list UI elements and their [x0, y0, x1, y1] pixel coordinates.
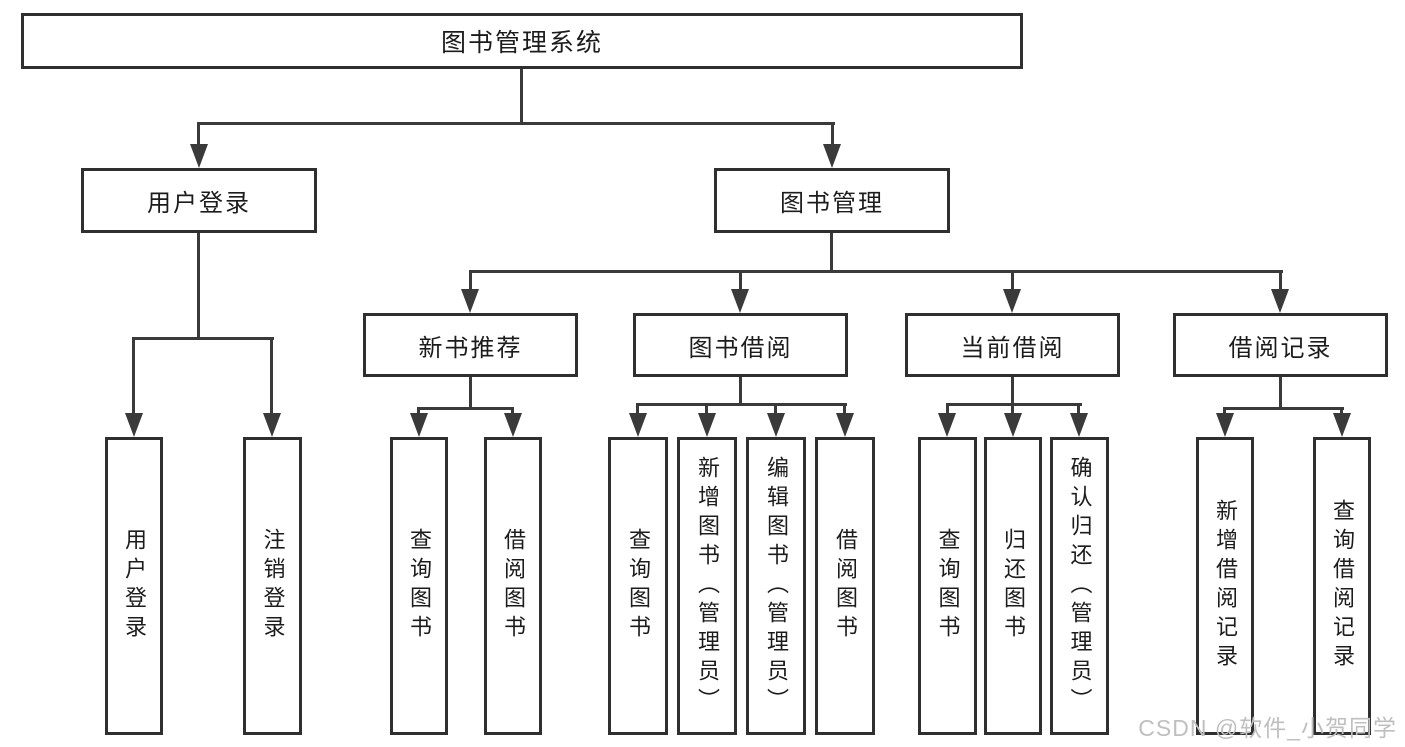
node-borrowing-records: 借阅记录 — [1173, 313, 1388, 377]
connector-line — [1011, 270, 1014, 292]
node-new-book-recommend: 新书推荐 — [363, 313, 578, 377]
leaf-label: 新增借阅记录 — [1213, 499, 1238, 673]
connector-line — [270, 337, 273, 415]
leaf-borrow-books: 借阅图书 — [815, 437, 875, 735]
leaf-label: 新增图书（管理员） — [695, 455, 720, 717]
connector-line — [1011, 403, 1014, 415]
arrow-down-icon — [698, 413, 716, 437]
leaf-add-book-admin: 新增图书（管理员） — [677, 437, 737, 735]
connector-line — [739, 377, 742, 406]
arrow-down-icon — [938, 413, 956, 437]
arrow-down-icon — [823, 144, 841, 168]
leaf-label: 查询图书 — [935, 528, 961, 644]
leaf-query-books: 查询图书 — [390, 437, 448, 735]
connector-line — [739, 270, 742, 292]
node-root: 图书管理系统 — [21, 13, 1023, 69]
leaf-return-books: 归还图书 — [984, 437, 1042, 735]
arrow-down-icon — [410, 413, 428, 437]
node-current-borrowing: 当前借阅 — [905, 313, 1120, 377]
connector-line — [705, 403, 708, 415]
leaf-label: 用户登录 — [122, 528, 147, 644]
connector-line — [1279, 270, 1282, 292]
connector-line — [469, 270, 1283, 273]
arrow-down-icon — [836, 413, 854, 437]
leaf-label: 借阅图书 — [833, 528, 858, 644]
node-user-login: 用户登录 — [81, 168, 317, 233]
leaf-edit-book-admin: 编辑图书（管理员） — [746, 437, 806, 735]
arrow-down-icon — [263, 413, 281, 437]
leaf-logout: 注销登录 — [243, 437, 302, 735]
connector-line — [197, 122, 200, 150]
arrow-down-icon — [1271, 289, 1289, 313]
leaf-label: 注销登录 — [260, 528, 286, 644]
connector-line — [1279, 377, 1282, 410]
connector-line — [417, 407, 420, 416]
csdn-watermark: CSDN @软件_小贺同学 — [1138, 715, 1397, 741]
arrow-down-icon — [190, 144, 208, 168]
arrow-down-icon — [504, 413, 522, 437]
leaf-borrow-books: 借阅图书 — [484, 437, 542, 735]
connector-line — [197, 233, 200, 340]
connector-line — [636, 403, 639, 415]
connector-line — [469, 377, 472, 410]
connector-line — [1223, 407, 1344, 410]
leaf-label: 查询图书 — [626, 528, 651, 644]
leaf-query-borrow-record: 查询借阅记录 — [1313, 437, 1371, 735]
connector-line — [636, 403, 847, 406]
arrow-down-icon — [461, 289, 479, 313]
arrow-down-icon — [125, 413, 143, 437]
leaf-label: 编辑图书（管理员） — [764, 455, 789, 717]
connector-line — [946, 403, 1082, 406]
connector-line — [1223, 407, 1226, 416]
node-book-management: 图书管理 — [714, 168, 950, 233]
arrow-down-icon — [1070, 413, 1088, 437]
arrow-down-icon — [1003, 289, 1021, 313]
connector-line — [520, 69, 523, 125]
leaf-label: 归还图书 — [1001, 528, 1026, 644]
connector-line — [132, 337, 274, 340]
arrow-down-icon — [767, 413, 785, 437]
connector-line — [1011, 377, 1014, 406]
node-book-borrowing: 图书借阅 — [633, 313, 848, 377]
leaf-label: 查询借阅记录 — [1330, 499, 1355, 673]
leaf-label: 确认归还（管理员） — [1067, 455, 1093, 717]
connector-line — [830, 233, 833, 273]
leaf-label: 借阅图书 — [501, 528, 526, 644]
connector-line — [843, 403, 846, 415]
connector-line — [132, 337, 135, 415]
arrow-down-icon — [1216, 413, 1234, 437]
arrow-down-icon — [629, 413, 647, 437]
leaf-add-borrow-record: 新增借阅记录 — [1196, 437, 1254, 735]
arrow-down-icon — [1004, 413, 1022, 437]
connector-line — [1077, 403, 1080, 415]
leaf-confirm-return-admin: 确认归还（管理员） — [1050, 437, 1109, 735]
leaf-label: 查询图书 — [407, 528, 432, 644]
connector-line — [774, 403, 777, 415]
connector-line — [417, 407, 514, 410]
connector-line — [197, 122, 835, 125]
connector-line — [946, 403, 949, 415]
connector-line — [511, 407, 514, 416]
connector-line — [1340, 407, 1343, 416]
arrow-down-icon — [1333, 413, 1351, 437]
connector-line — [469, 270, 472, 292]
arrow-down-icon — [731, 289, 749, 313]
connector-line — [831, 122, 834, 150]
leaf-user-login: 用户登录 — [105, 437, 163, 735]
leaf-query-books: 查询图书 — [608, 437, 668, 735]
leaf-query-books: 查询图书 — [918, 437, 977, 735]
